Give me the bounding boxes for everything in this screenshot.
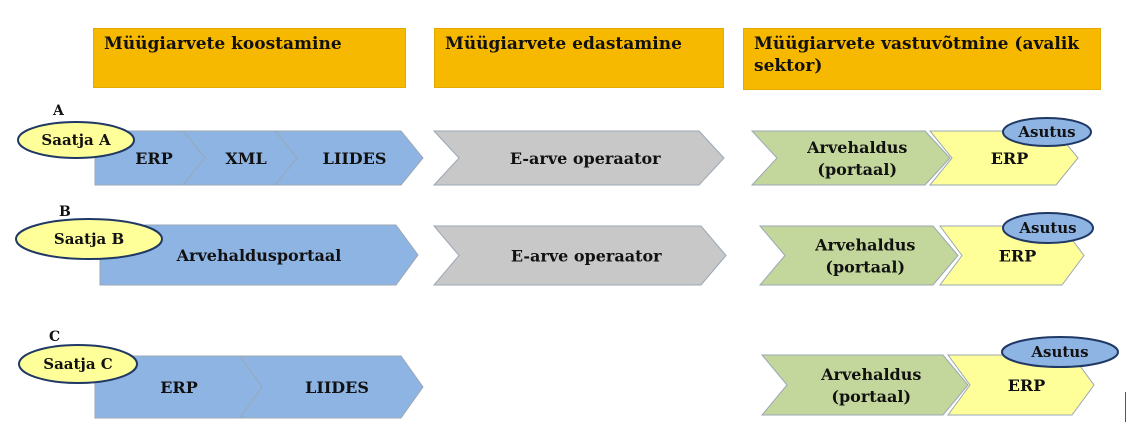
row-b-receiver-portal-label: (portaal) xyxy=(825,258,905,277)
row-b-receiver-portal: Arvehaldus (portaal) xyxy=(758,225,959,286)
row-a-creation-step-1-label: ERP xyxy=(135,149,173,168)
row-b-receiver-erp-label: ERP xyxy=(999,247,1037,266)
row-c-institution-label: Asutus xyxy=(1030,343,1088,361)
row-b-sender: Saatja B xyxy=(15,218,163,260)
row-a-institution: Asutus xyxy=(1002,117,1092,147)
row-a-institution-label: Asutus xyxy=(1017,123,1075,141)
row-b-institution-label: Asutus xyxy=(1018,219,1076,237)
row-a-creation-step-3: LIIDES xyxy=(273,130,424,186)
row-c-receiver-portal-shape xyxy=(760,354,969,416)
row-c-creation-step-1-label: ERP xyxy=(160,378,198,397)
row-c-receiver-portal-label: (portaal) xyxy=(831,387,911,406)
row-a-receiver-portal-label: Arvehaldus xyxy=(806,138,907,157)
row-a-sender-label: Saatja A xyxy=(41,131,111,149)
row-c-receiver-erp: ERP xyxy=(947,354,1095,416)
header-sales-invoice-receiving: Müügiarvete vastuvõtmine (avalik sektor) xyxy=(743,28,1101,90)
row-a-creation-step-3-shape xyxy=(273,130,424,186)
row-label-a: A xyxy=(53,103,64,119)
row-a-receiver-portal: Arvehaldus (portaal) xyxy=(750,130,951,186)
row-b-creation-step-1-shape xyxy=(99,224,419,286)
row-a-operator-shape xyxy=(432,130,725,186)
row-c-receiver-portal-label: Arvehaldus xyxy=(820,365,921,384)
row-c-sender-shape xyxy=(18,344,138,384)
row-label-c: C xyxy=(49,329,61,345)
row-a-receiver-portal-shape xyxy=(750,130,951,186)
row-b-operator-shape xyxy=(432,225,727,286)
row-label-b: B xyxy=(59,204,71,220)
row-c-institution: Asutus xyxy=(1001,336,1119,368)
header-sales-invoice-creation: Müügiarvete koostamine xyxy=(93,28,406,88)
row-b-operator-label: E-arve operaator xyxy=(511,247,662,266)
row-c-receiver-portal: Arvehaldus (portaal) xyxy=(760,354,969,416)
row-b-sender-shape xyxy=(15,218,163,260)
row-a-creation-step-2: XML xyxy=(181,130,299,186)
row-c-sender: Saatja C xyxy=(18,344,138,384)
row-a-receiver-portal-label: (portaal) xyxy=(817,160,897,179)
row-a-institution-shape xyxy=(1002,117,1092,147)
row-b-receiver-portal-label: Arvehaldus xyxy=(814,236,915,255)
row-c-creation-step-2-shape xyxy=(239,355,424,419)
edge-divider xyxy=(1125,392,1126,422)
row-c-creation-step-2: LIIDES xyxy=(239,355,424,419)
row-b-sender-label: Saatja B xyxy=(54,230,124,248)
row-a-receiver-erp-label: ERP xyxy=(991,149,1029,168)
row-c-institution-shape xyxy=(1001,336,1119,368)
row-a-creation-step-2-label: XML xyxy=(225,149,266,168)
row-a-sender: Saatja A xyxy=(17,121,135,159)
row-b-creation-step-1: Arvehaldusportaal xyxy=(99,224,419,286)
row-b-receiver-portal-shape xyxy=(758,225,959,286)
row-b-institution: Asutus xyxy=(1002,212,1094,244)
row-c-sender-label: Saatja C xyxy=(43,355,113,373)
row-b-operator: E-arve operaator xyxy=(432,225,727,286)
row-a-operator-label: E-arve operaator xyxy=(510,149,661,168)
row-a-operator: E-arve operaator xyxy=(432,130,725,186)
row-c-creation-step-1: ERP xyxy=(94,355,264,419)
row-a-creation-step-3-label: LIIDES xyxy=(323,149,387,168)
row-c-receiver-erp-label: ERP xyxy=(1008,376,1046,395)
row-a-sender-shape xyxy=(17,121,135,159)
row-b-institution-shape xyxy=(1002,212,1094,244)
row-c-creation-step-2-label: LIIDES xyxy=(305,378,369,397)
row-b-creation-step-1-label: Arvehaldusportaal xyxy=(176,246,342,265)
header-sales-invoice-forwarding: Müügiarvete edastamine xyxy=(434,28,724,88)
